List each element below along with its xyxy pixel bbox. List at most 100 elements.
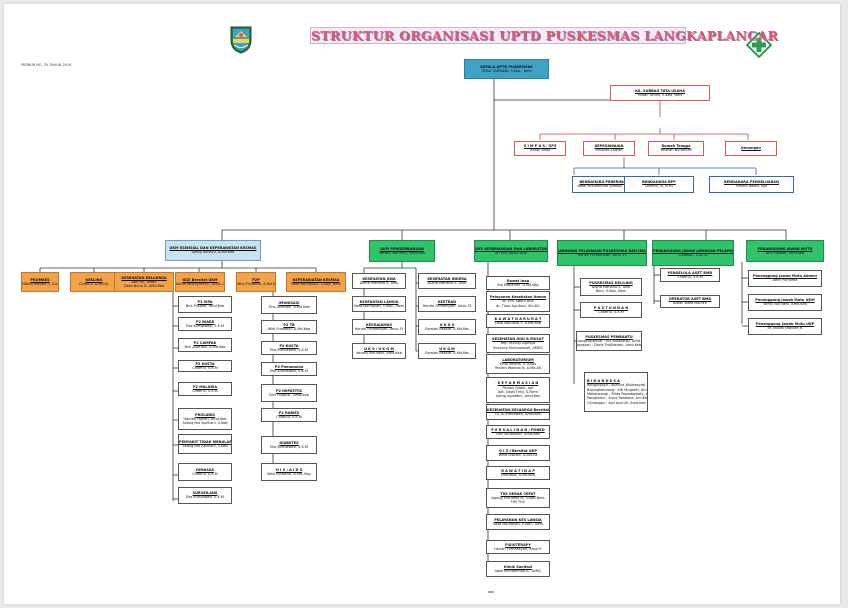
box-name: Neta Nurhayani, S.Kep, Ners xyxy=(291,281,341,286)
box-title: OPERATOR ASET BMD xyxy=(668,297,712,302)
box-title: G I Z I Bersifat UKP xyxy=(499,448,537,453)
box-name: Widi Purwanti, A.Md.Kep xyxy=(237,281,276,286)
box-title: P2 CAMPAK xyxy=(193,340,217,345)
box-title: LABORATORIUM xyxy=(502,357,534,362)
box-name: Tina Andriani, A.Md.Keb xyxy=(268,304,310,309)
box-name: Eka Kurniawati, S.K.M xyxy=(186,495,224,500)
box-name: Diana Mariana S. AMK xyxy=(427,280,467,285)
box-title: S I M P U S / SP3 xyxy=(523,144,557,149)
box-name: Dini Puspita , Amd.Keb xyxy=(269,392,309,397)
ukp-service-box: KESEHATAN KELUARGA Bersifat UKPHj. Ai In… xyxy=(486,404,550,420)
box-title: Penanggung Jawab Mutu Admen xyxy=(752,274,818,279)
box-name: Dini Andriani, A.Md.Keb xyxy=(184,344,226,349)
box-title: P2 Pneumonia xyxy=(274,364,304,369)
box-name: Verany Nur'aeni, Amd.Keb xyxy=(379,250,425,255)
box-name: Agung Purnama M, S.Kep.Ners xyxy=(491,495,545,500)
box-title: TIM GERAK CEPAT xyxy=(500,491,536,496)
box-title: KESEHATAN GIGI & MULUT xyxy=(492,337,544,342)
box-title: KESEHATAN JIWA xyxy=(362,276,396,281)
box-name: Seong Nia Apriliani, S.Keb xyxy=(182,421,228,426)
box-name: Erda Selena, S.Tr.Kes xyxy=(499,361,537,366)
ukm-subprogram-box: PENYAKIT TIDAK MENULAR (PTM)Seong Nia Ap… xyxy=(178,434,232,454)
box-name: Chaerul, B, M.KL xyxy=(644,184,674,189)
box-title: K E F A R M A S I A N xyxy=(497,381,539,386)
box-title: KESEHATAN KELUARGA Bersifat UKP xyxy=(487,407,550,412)
box-title: Pelayanan Kesehatan Umum xyxy=(489,295,547,300)
box-name: Hendri Firmansyah, Amd.Ft xyxy=(494,546,542,551)
box-name: Miftah Fahmi, S.Kep, Ners xyxy=(637,92,683,97)
box-name: Hendri Firmansyah, Amd. Ft xyxy=(577,252,627,257)
box-name: Chaerul, S.K.M xyxy=(677,274,703,279)
box-name: Dini Puspita, Amd.Keb xyxy=(185,304,225,309)
puskesmas-cross-logo-icon xyxy=(745,31,773,59)
box-name: dr. Muddi Taslidah N xyxy=(767,326,803,331)
box-title: P3 ISPA xyxy=(197,300,213,305)
box-title: KESGAJAMAS xyxy=(366,322,392,327)
box-name: Yasman Nurjaman xyxy=(660,148,692,153)
box-title: KESEHATAN KELUARGA xyxy=(121,275,167,280)
box-title: PENYAKIT TIDAK MENULAR (PTM) xyxy=(179,439,232,444)
regulation-note: PERBUB NO. 35 TAHUN 2019 xyxy=(21,63,72,67)
box-title: BENDAHARA PENGELUARAN xyxy=(724,180,779,185)
box-title: PUSKESMAS KELILING xyxy=(589,280,633,285)
box-name: TIM TGC xyxy=(510,500,526,505)
box-name: Hendri Firmansyah, Amd. Ft xyxy=(422,303,472,308)
box-name: Ismail Wafa Nurfikri xyxy=(672,301,708,306)
box-title: UKM PENGEMBANGAN xyxy=(380,246,424,251)
box-name: Hj. Ai Indirawati, Amd.Keb xyxy=(495,411,541,416)
box-title: P2P xyxy=(252,277,260,282)
box-title: GIZI Bersifat UKM xyxy=(182,277,218,282)
box-name: Dini Puspita, Amd.Keb xyxy=(765,250,805,255)
box-name: Fitriani Adam, Apt xyxy=(735,184,768,189)
box-name: Eka Kurniawati, S.K.M xyxy=(186,323,224,328)
box-line: Mekarwangi : Rilda Rosadiawaty, Am.Keb xyxy=(587,391,648,396)
box-title: PROMKES xyxy=(30,277,50,282)
box-title: P2 MALARIA xyxy=(192,384,218,389)
box-title: Klinik Sanitasi xyxy=(503,564,533,569)
box-title: P2 KUSTA xyxy=(279,343,299,348)
box-title: P2 KUSTA xyxy=(195,361,215,366)
box-name: Ismail Wafa xyxy=(529,148,551,153)
box-title: K A W A T D A R U R A T xyxy=(494,316,542,321)
box-title: PUSKESMAS PEMBANTU xyxy=(585,334,633,339)
box-title: DIABETES xyxy=(279,440,299,445)
box-name: Maulida Zaqiah xyxy=(595,148,623,153)
box-title: P2 TB xyxy=(283,322,295,327)
box-name: Ajeng Agnadini, Amd.Kes xyxy=(496,394,540,399)
box-title: PELAYANAN KES LANSIA xyxy=(494,517,542,522)
box-title: UKP KEFARMASIAN DAN LABORATORIUM xyxy=(475,246,548,251)
box-title: BENDAHARA BPP xyxy=(642,180,676,185)
box-name: Eka Kurniawati, S.K.M xyxy=(270,444,308,449)
